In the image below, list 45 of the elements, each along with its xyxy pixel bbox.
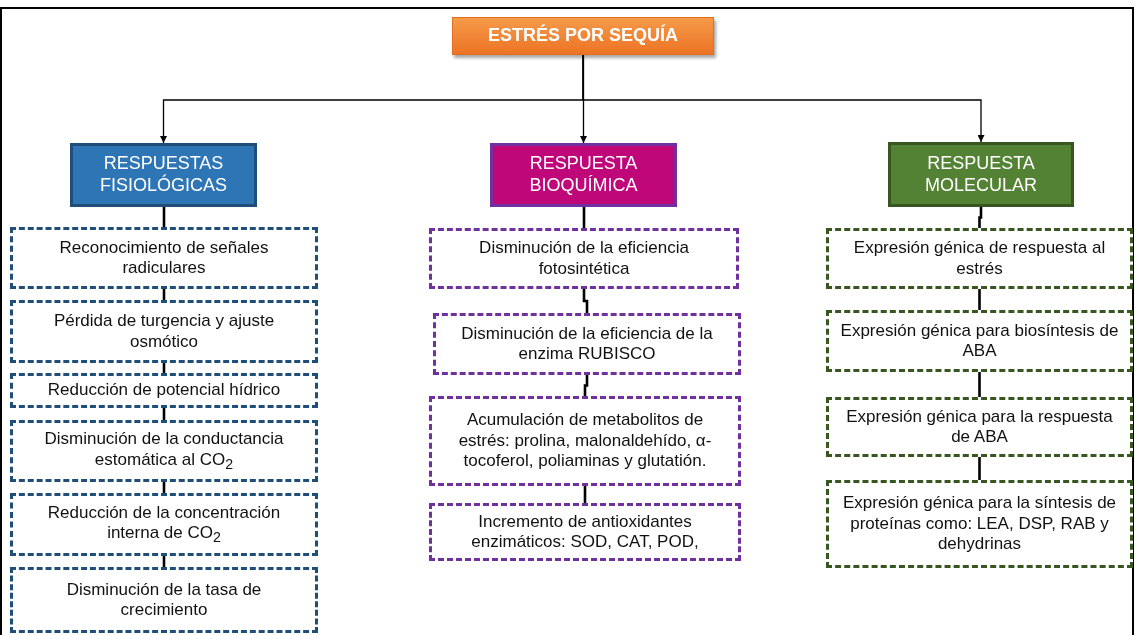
dashed-box — [10, 227, 318, 289]
dashed-box — [10, 493, 318, 556]
box-text: RESPUESTAS FISIOLÓGICAS — [99, 153, 228, 197]
connector-line — [583, 375, 589, 396]
connector-line — [978, 372, 981, 397]
dashed-box — [826, 397, 1133, 457]
dashed-box — [10, 300, 318, 363]
connector-line — [162, 207, 166, 227]
box-text: Pérdida de turgencia y ajuste osmótico — [52, 311, 276, 352]
connector-line — [978, 457, 981, 480]
heading-box — [490, 143, 677, 207]
box-text: Reconocimiento de señales radiculares — [58, 237, 270, 279]
heading-box — [70, 143, 257, 207]
heading-box — [452, 17, 714, 55]
box-text: Disminución de la conductancia estomática al CO$_{2}$ — [43, 429, 285, 473]
box-text: Expresión génica de respuesta al estrés — [852, 238, 1107, 279]
dashed-box — [10, 567, 318, 633]
box-text: Reducción de potencial hídrico — [47, 380, 281, 401]
connector-line — [582, 289, 589, 313]
box-text: Incremento de antioxidantes enzimáticos: SOD, CAT, POD, — [470, 511, 700, 553]
connector-line — [978, 289, 981, 310]
dashed-box — [429, 228, 739, 289]
box-text: ESTRÉS POR SEQUÍA — [487, 25, 678, 47]
box-text: Disminución de la tasa de crecimiento — [65, 579, 263, 621]
box-text: RESPUESTA MOLECULAR — [924, 152, 1038, 197]
dashed-box — [10, 373, 318, 408]
box-text: Reducción de la concentración interna de CO$_{2}$ — [46, 502, 282, 547]
connector-line — [582, 207, 586, 228]
box-text: Disminución de la eficiencia de la enzima RUBISCO — [460, 323, 714, 365]
box-text: Expresión génica para la síntesis de proteínas como: LEA, DSP, RAB y dehydrinas — [841, 493, 1118, 555]
arrow — [582, 54, 985, 143]
dashed-box — [826, 480, 1133, 568]
dashed-box — [429, 396, 741, 486]
box-text: Expresión génica para la respuesta de ABA — [845, 406, 1114, 448]
dashed-box — [10, 420, 318, 482]
dashed-box — [826, 228, 1133, 289]
box-text: RESPUESTA BIOQUÍMICA — [528, 153, 639, 197]
box-text: Acumulación de metabolitos de estrés: prolina, malonaldehído, α-tocoferol, poliaminas y glutatión. — [457, 410, 713, 472]
dashed-box — [826, 310, 1133, 372]
box-text: Expresión génica para biosíntesis de ABA — [839, 320, 1120, 362]
dashed-box — [433, 313, 741, 375]
dashed-box — [429, 503, 741, 561]
box-text: Disminución de la eficiencia fotosintética — [478, 238, 690, 279]
heading-box — [888, 142, 1074, 207]
connector-line — [978, 207, 983, 228]
